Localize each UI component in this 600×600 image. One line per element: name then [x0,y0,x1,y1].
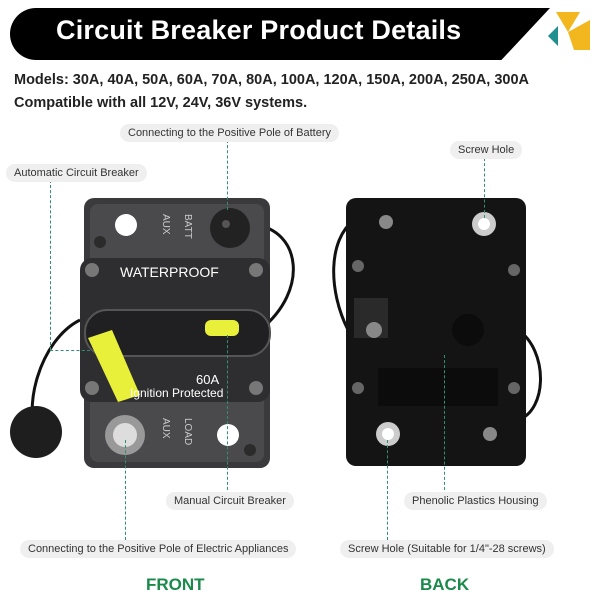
callout-screw-hole-bottom: Screw Hole (Suitable for 1/4"-28 screws) [340,540,554,558]
svg-text:AUX: AUX [160,418,171,439]
appliances-callout-line [125,440,126,540]
back-breaker-image [332,198,542,466]
svg-text:BATT: BATT [182,214,193,239]
title-banner [10,8,550,60]
callout-positive-appliances: Connecting to the Positive Pole of Elect… [20,540,297,558]
waterproof-label: WATERPROOF [120,264,219,280]
callout-phenolic-housing: Phenolic Plastics Housing [404,492,547,510]
screw-top-callout-line [484,158,485,218]
callout-automatic-breaker: Automatic Circuit Breaker [6,164,147,182]
battery-callout-line [227,140,228,210]
models-line: Models: 30A, 40A, 50A, 60A, 70A, 80A, 10… [14,72,530,88]
callout-positive-battery: Connecting to the Positive Pole of Batte… [120,124,340,142]
automatic-callout-hline [50,350,90,351]
automatic-callout-line [50,180,51,350]
back-label: BACK [420,575,470,594]
ignition-label: Ignition Protected [130,386,224,400]
svg-text:LOAD: LOAD [182,418,193,445]
brand-logo [548,12,590,50]
manual-callout-line [227,335,228,495]
front-breaker-image: AUX BATT AUX LOAD [10,198,295,468]
page-title: Circuit Breaker Product Details [56,15,462,45]
callout-screw-hole-top: Screw Hole [450,141,523,159]
screw-bottom-callout-line [387,440,388,540]
front-label: FRONT [146,575,205,594]
callout-manual-breaker: Manual Circuit Breaker [166,492,294,510]
rating-label: 60A [196,372,220,387]
svg-text:AUX: AUX [160,214,171,235]
compat-line: Compatible with all 12V, 24V, 36V system… [14,95,308,111]
phenolic-callout-line [444,355,445,490]
